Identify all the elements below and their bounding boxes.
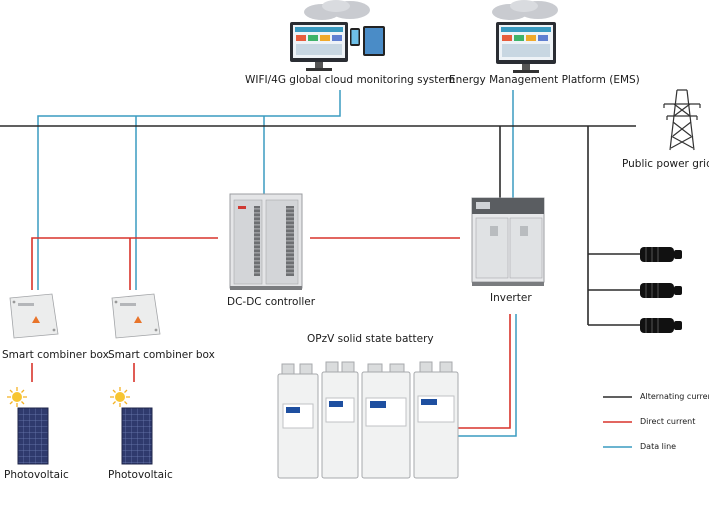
sun-icon-1 [7,387,27,407]
dc-line-combiner-1-to-dcdc [31,237,218,290]
label-cloud-monitoring: WIFI/4G global cloud monitoring system [245,74,456,86]
battery-cell-1 [277,363,319,479]
battery-cell-4 [413,361,459,479]
label-combiner-1: Smart combiner box [2,349,109,361]
data-lines [37,90,517,437]
legend-ac-label: Alternating current [640,392,709,401]
label-pv-2: Photovoltaic [108,469,173,481]
junction-box-icon-1 [9,293,59,339]
battery-cell-3 [361,363,411,479]
load-plug-icon-1 [640,247,682,262]
solar-panel-icon-2 [121,407,153,465]
label-dcdc: DC-DC controller [227,296,316,308]
battery-icon [277,361,459,479]
label-pv-1: Photovoltaic [4,469,69,481]
dcdc-cabinet-icon [229,193,303,290]
label-public-grid: Public power grid [622,158,709,170]
inverter-cabinet-icon [471,197,545,286]
legend-data-label: Data line [640,442,677,451]
battery-cell-2 [321,361,359,479]
label-inverter: Inverter [490,292,532,304]
transmission-tower-icon [663,89,701,151]
legend-swatches [603,396,632,448]
dc-line-inverter-to-battery [458,314,511,429]
label-battery: OPzV solid state battery [307,333,434,345]
load-plug-icon-2 [640,283,682,298]
solar-panel-icon-1 [17,407,49,465]
junction-box-icon-2 [111,293,161,339]
sun-icon-2 [110,387,130,407]
label-combiner-2: Smart combiner box [108,349,215,361]
data-line-inverter-to-battery [458,314,517,437]
dc-lines [31,237,511,429]
data-line-cloud-to-combiner-1 [37,90,341,290]
legend-dc-label: Direct current [640,417,696,426]
ac-lines [0,125,640,326]
label-ems: Energy Management Platform (EMS) [449,74,640,86]
monitor-cloud-icon [492,0,558,73]
load-plug-icon-3 [640,318,682,333]
monitor-tablet-cloud-icon [290,0,385,71]
